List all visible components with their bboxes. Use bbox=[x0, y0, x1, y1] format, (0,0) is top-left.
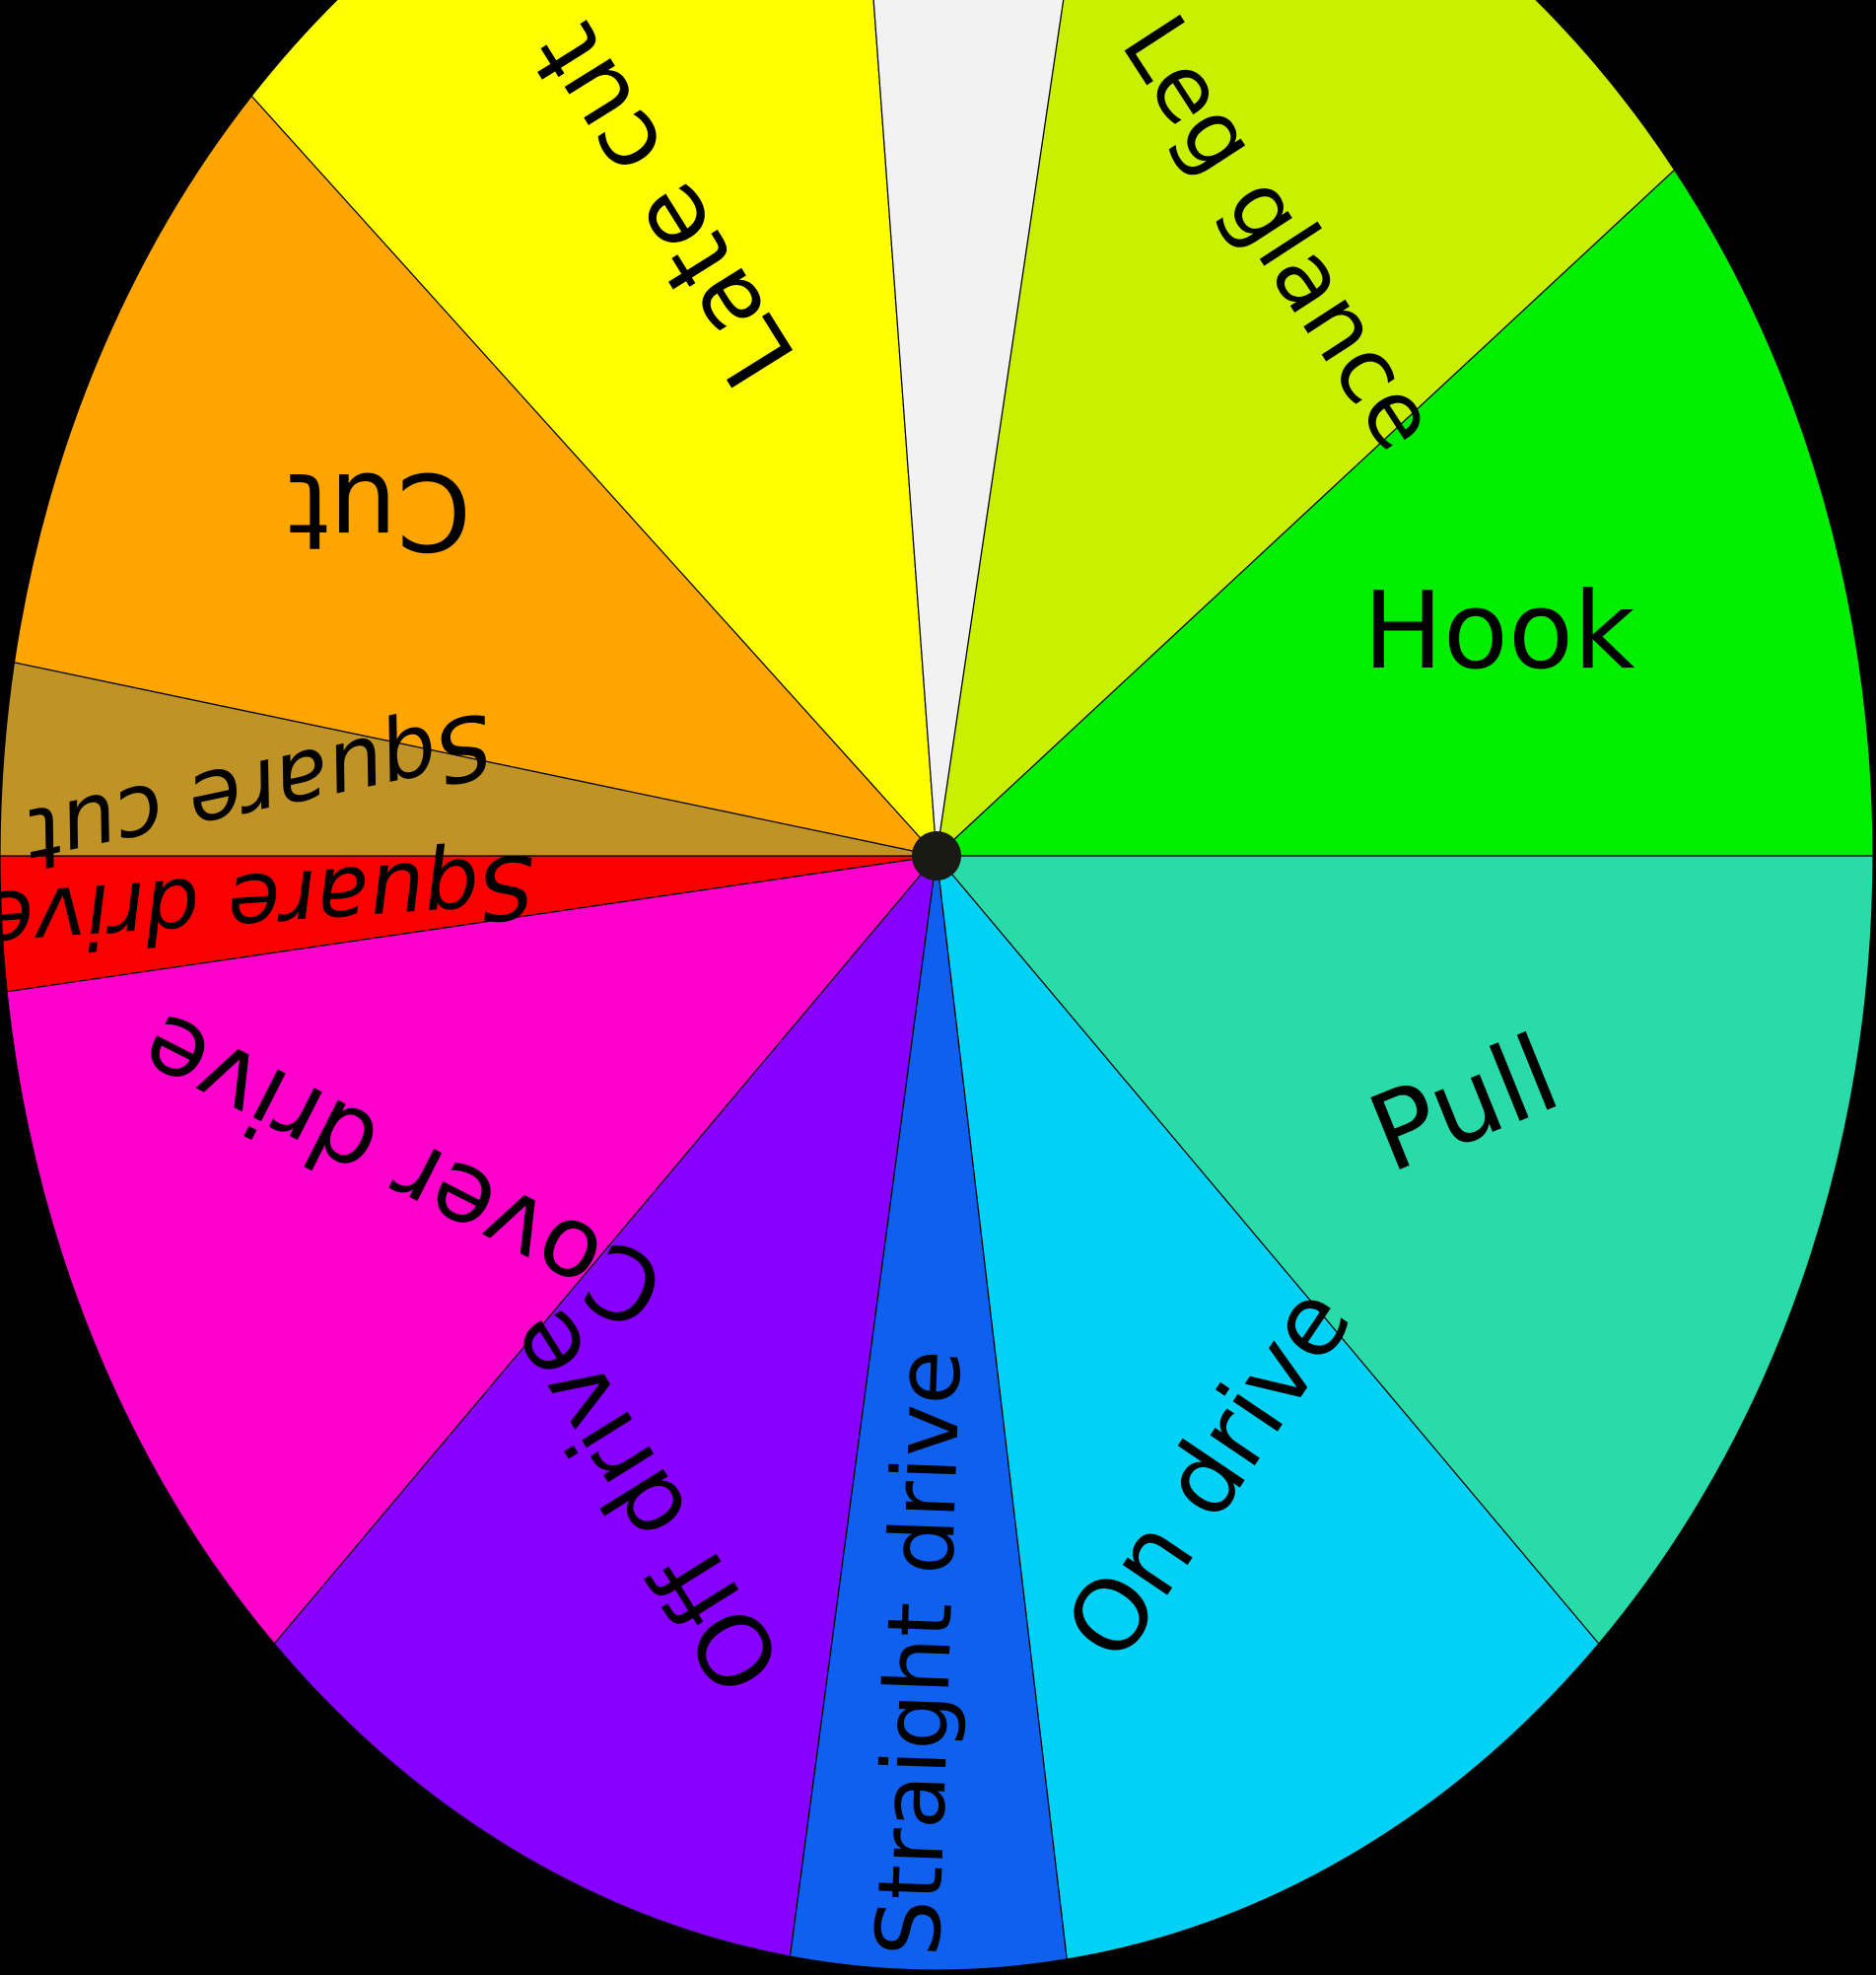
sector-cover-drive[interactable] bbox=[6, 855, 938, 1645]
sector-off-drive[interactable] bbox=[273, 855, 938, 1957]
sector-leg-glance[interactable] bbox=[936, 0, 1676, 857]
label-hook: Hook bbox=[1363, 570, 1635, 693]
sector-straight-drive[interactable] bbox=[789, 855, 1068, 1971]
sector-cut[interactable] bbox=[13, 95, 938, 857]
label-cut: Cut bbox=[288, 449, 471, 572]
sector-pull[interactable] bbox=[936, 855, 1874, 1645]
batsman-hub-icon bbox=[912, 831, 961, 881]
sector-on-drive[interactable] bbox=[936, 855, 1600, 1960]
label-straight-drive: Straight drive bbox=[857, 1348, 981, 1958]
sector-late-cut[interactable] bbox=[250, 0, 938, 857]
sector-hook[interactable] bbox=[936, 169, 1874, 857]
sector-unlabelled[interactable] bbox=[855, 0, 1099, 857]
